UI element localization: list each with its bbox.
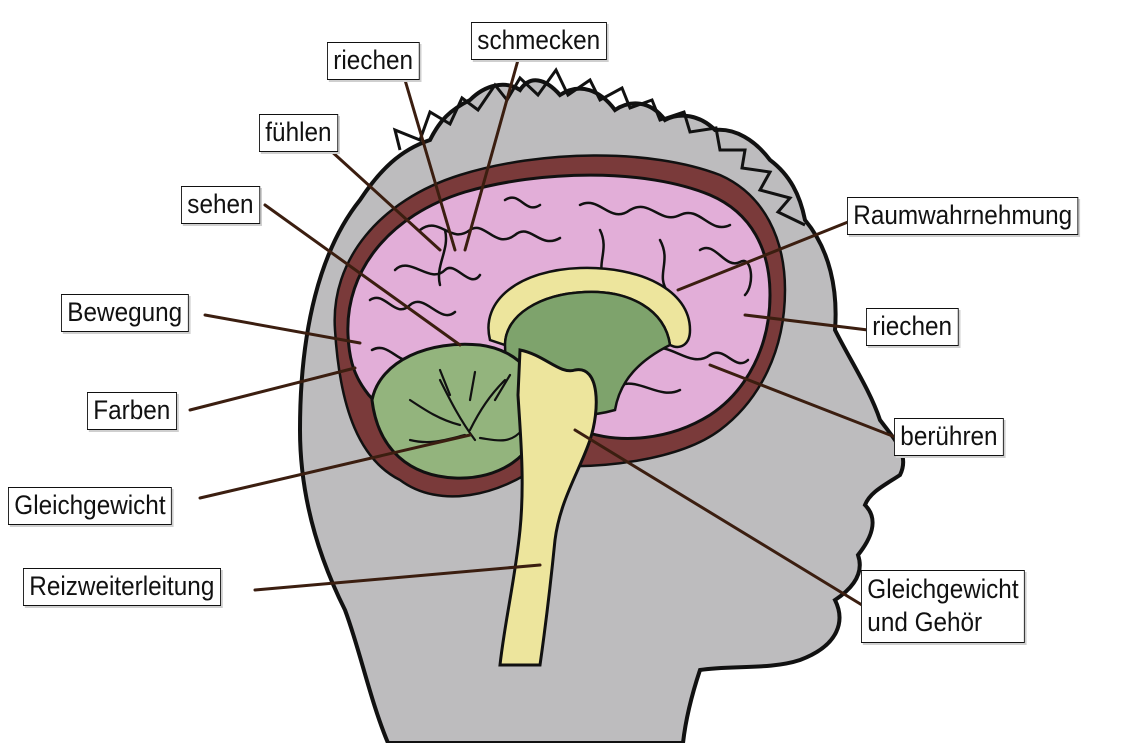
line-reizweiterleitung (253, 563, 542, 592)
hair (392, 67, 806, 227)
arbor-vitae (408, 368, 524, 444)
label-farben: Farben (87, 392, 177, 430)
line-bewegung (203, 313, 362, 345)
line-raumwahrnehmung (676, 220, 850, 292)
label-riechen-right: riechen (866, 308, 959, 346)
label-gleichgewicht: Gleichgewicht (8, 487, 172, 525)
label-gleichgewicht-gehoer: Gleichgewicht und Gehör (861, 570, 1025, 643)
line-sehen (263, 203, 462, 347)
line-gleichgewicht (198, 433, 472, 500)
line-riechen-right (743, 313, 870, 332)
brainstem (498, 348, 598, 667)
line-farben (188, 366, 357, 412)
label-reizweiterleitung: Reizweiterleitung (23, 568, 221, 606)
label-riechen-top: riechen (327, 42, 420, 80)
label-sehen: sehen (181, 186, 260, 224)
line-beruehren (708, 363, 897, 439)
leader-lines (188, 58, 897, 607)
label-raumwahrnehmung: Raumwahrnehmung (847, 197, 1079, 235)
label-gleichgewicht-gehoer-line1: Gleichgewicht (867, 574, 1019, 604)
label-schmecken: schmecken (471, 22, 607, 60)
label-fuehlen: fühlen (259, 114, 338, 152)
line-riechen-top (403, 78, 457, 252)
label-bewegung: Bewegung (61, 294, 189, 332)
line-fuehlen (328, 148, 442, 252)
label-gleichgewicht-gehoer-line2: und Gehör (867, 607, 983, 637)
line-schmecken (463, 58, 520, 252)
label-beruehren: berühren (894, 418, 1004, 456)
line-gleichgewicht-gehoer (573, 428, 864, 607)
